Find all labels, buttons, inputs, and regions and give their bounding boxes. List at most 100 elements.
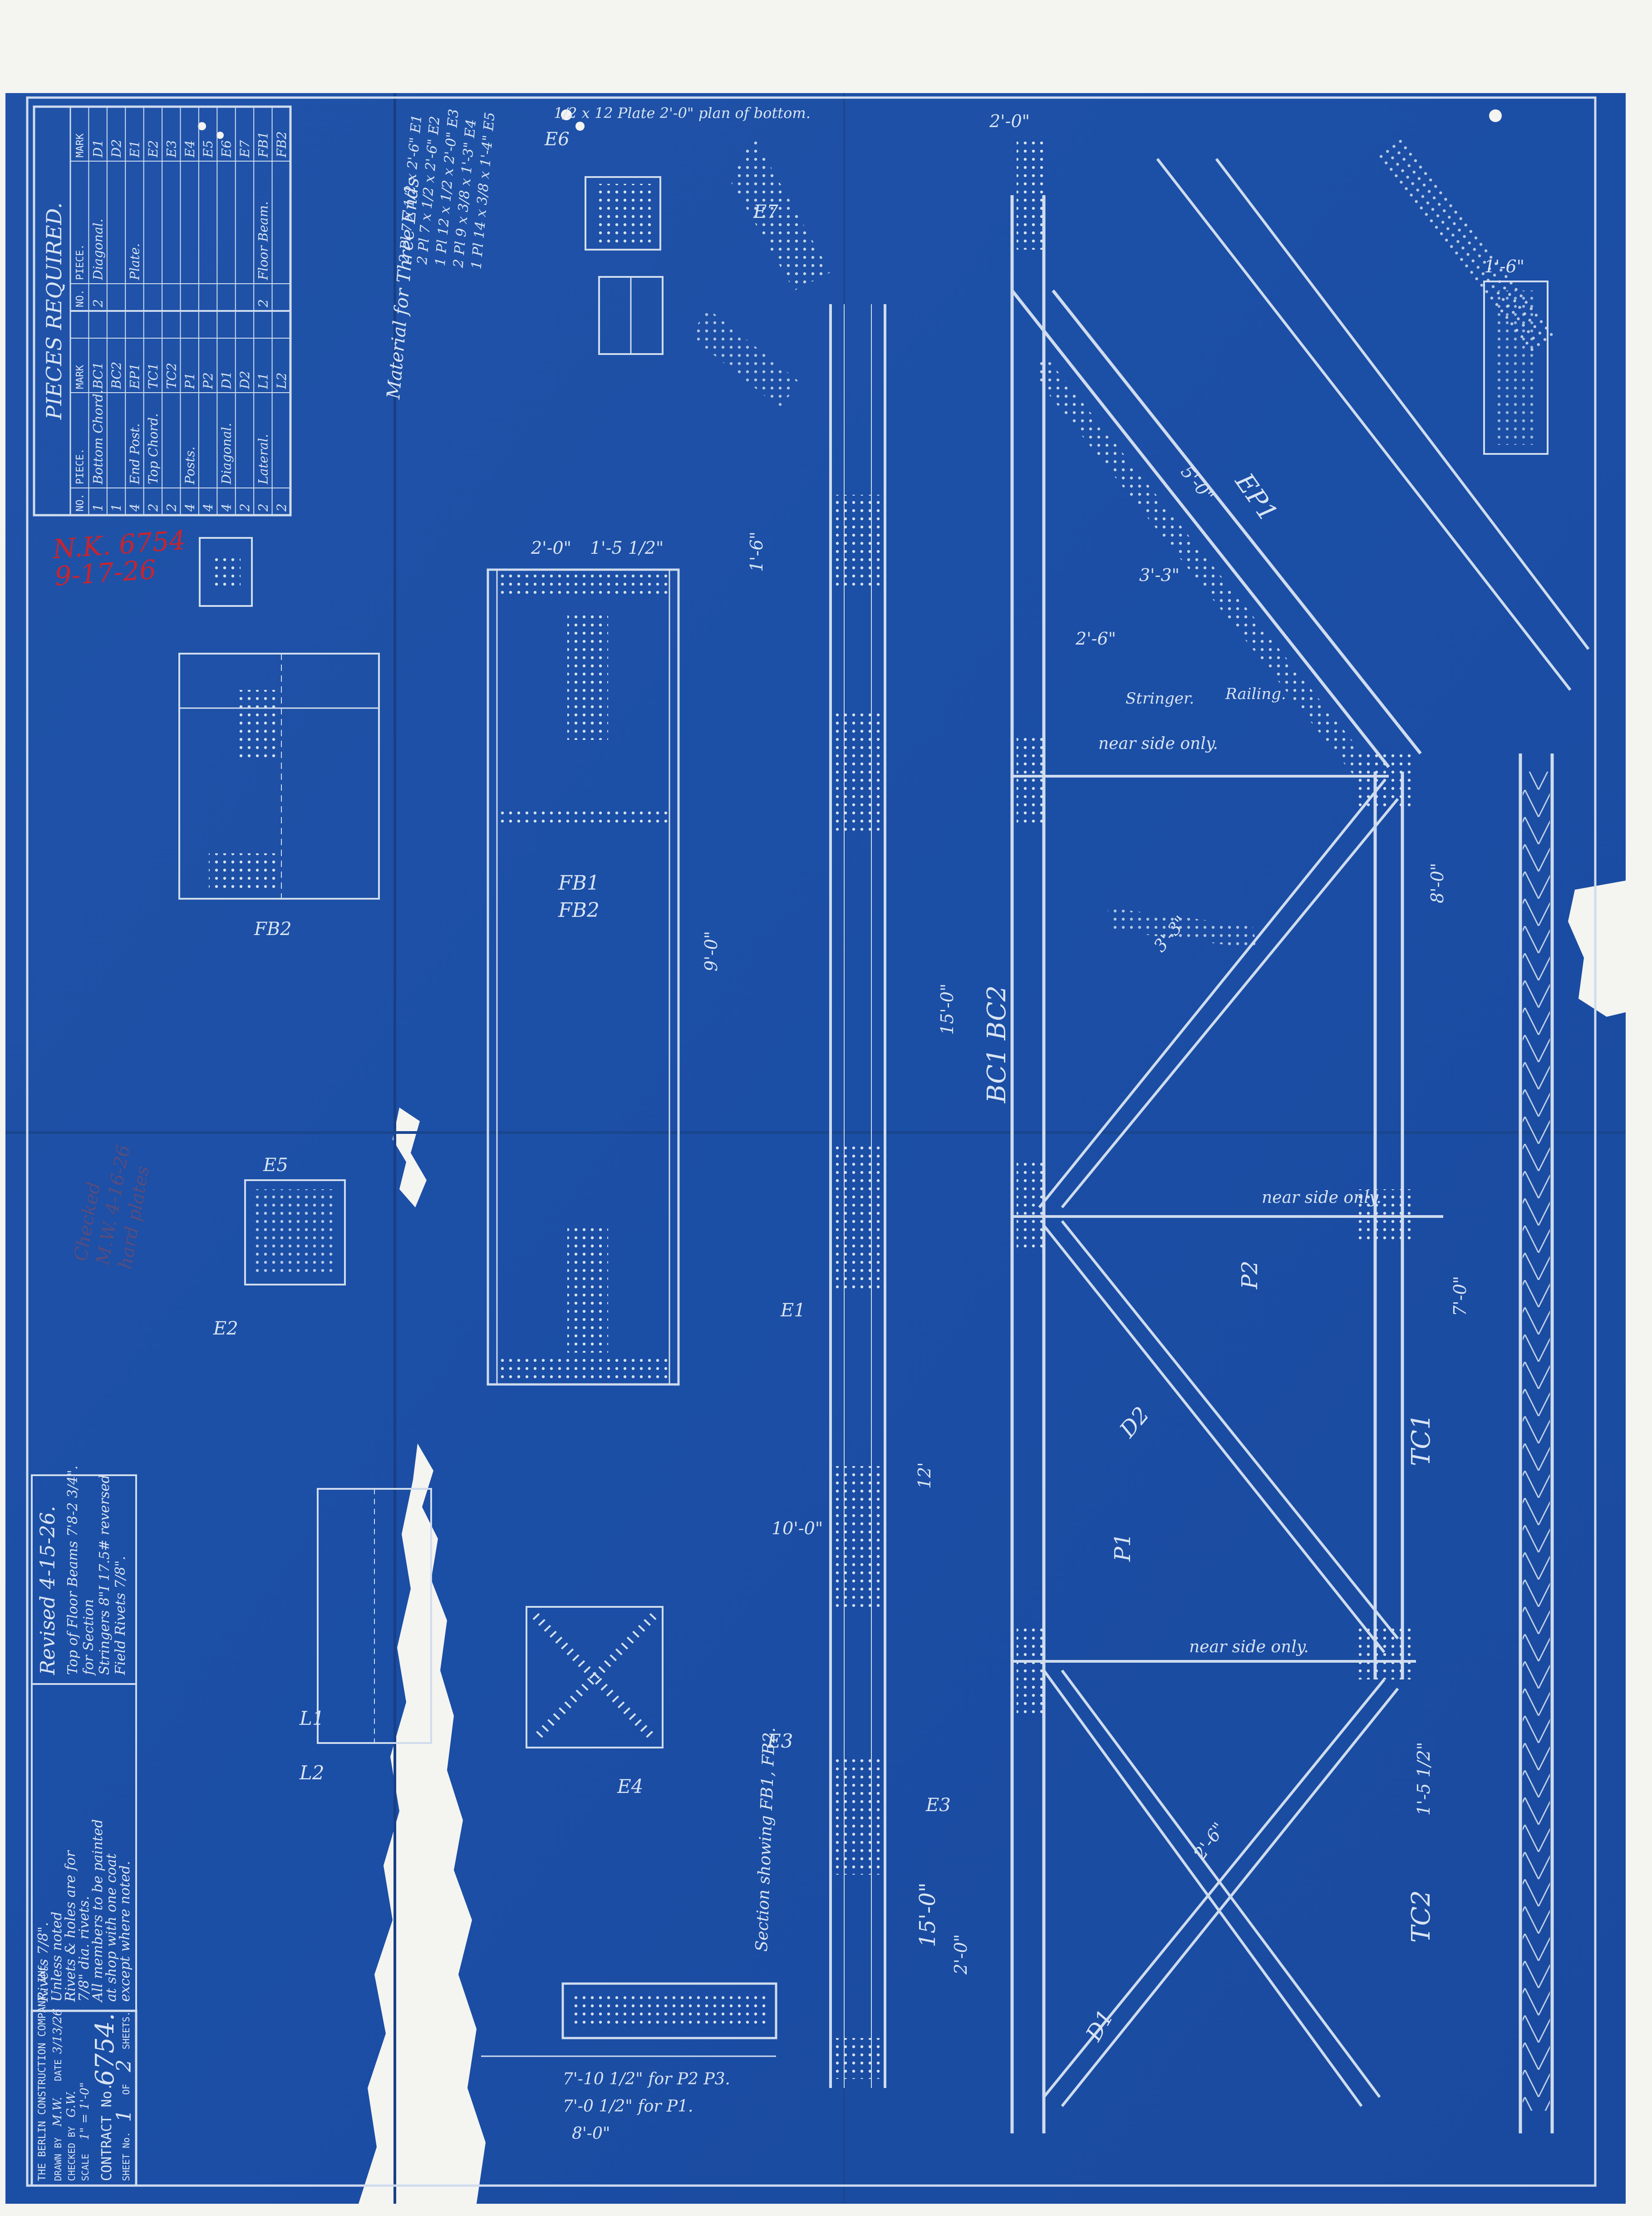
pieces-table-cell: L2: [274, 373, 289, 389]
mark-e3: E3: [767, 1730, 793, 1752]
title-block: THE BERLIN CONSTRUCTION COMPANY, INC. DR…: [30, 1959, 138, 2187]
svg-text:OF: OF: [121, 2084, 132, 2095]
pieces-table-cell: FB1: [256, 131, 270, 158]
plate-note: 1/2 x 12 Plate 2'-0" plan of bottom.: [554, 104, 811, 122]
svg-text:SHEETS.: SHEETS.: [121, 2011, 132, 2049]
mark-tc2: TC2: [1406, 1890, 1436, 1943]
svg-text:Unless noted: Unless noted: [49, 1911, 65, 2002]
pieces-table-cell: 2: [146, 503, 161, 512]
dimension-label: 12': [914, 1462, 934, 1489]
punch-hole: [561, 109, 572, 120]
pieces-table-header: PIECE.: [74, 448, 86, 484]
punch-hole: [575, 122, 585, 131]
torn-notch-right: [1568, 881, 1626, 1017]
pieces-table-cell: 2: [164, 503, 179, 512]
mark-tc1: TC1: [1406, 1413, 1436, 1466]
pieces-table-header: NO.: [74, 289, 86, 307]
svg-text:Top of Floor Beams 7'8-2 3/4".: Top of Floor Beams 7'8-2 3/4".: [65, 1466, 81, 1675]
dim-1ft-5: 1'-5 1/2": [590, 538, 664, 558]
pieces-table-cell: BC2: [109, 362, 124, 389]
blueprint-background: [5, 93, 1626, 2204]
dimension-label: 9'-0": [701, 931, 721, 971]
dimension-label: 15'-0": [937, 984, 957, 1035]
mark-p1: P1: [1110, 1533, 1136, 1562]
pieces-table-cell: Lateral.: [256, 434, 270, 485]
pieces-table-cell: Diagonal.: [219, 423, 234, 485]
gusset-plate-e4: E4 E3: [526, 1606, 793, 1797]
pieces-table-cell: 4: [201, 503, 216, 512]
plate-detail-top: E6 E7 1/2 x 12 Plate 2'-0" plan of botto…: [544, 104, 831, 409]
pieces-required-table: PIECES REQUIRED. NO.PIECE.MARKNO.PIECE.M…: [33, 105, 292, 517]
mark-bc1-bc2: BC1 BC2: [982, 985, 1012, 1103]
pieces-table-cell: 4: [128, 503, 143, 512]
svg-text:1" = 1'-0": 1" = 1'-0": [78, 2082, 92, 2140]
svg-text:DRAWN BY: DRAWN BY: [53, 2137, 64, 2181]
sheet-number: 1: [113, 2109, 136, 2122]
pieces-table-title: PIECES REQUIRED.: [42, 202, 66, 420]
pieces-table-cell: P2: [201, 372, 216, 389]
dim-2ft: 2'-0": [531, 538, 571, 558]
mark-e5: E5: [263, 1155, 288, 1176]
contract-number: 6754.: [90, 2013, 120, 2086]
svg-text:M.W.: M.W.: [51, 2097, 64, 2127]
pieces-table-cell: E4: [182, 140, 197, 158]
pieces-table-cell: Posts.: [182, 447, 197, 485]
dim-15ft: 15'-0": [915, 1882, 940, 1947]
svg-text:for Section: for Section: [81, 1599, 97, 1676]
dim-1ft-6: 1'-6": [1484, 256, 1524, 276]
pieces-table-cell: Diagonal.: [91, 219, 106, 281]
svg-text:Stringers 8"I 17.5# reversed: Stringers 8"I 17.5# reversed: [97, 1475, 113, 1675]
pieces-table-cell: E6: [219, 140, 234, 158]
dimension-label: 1'-5 1/2": [1414, 1742, 1434, 1816]
svg-text:SHEET No.: SHEET No.: [121, 2132, 132, 2181]
svg-text:Field Rivets 7/8".: Field Rivets 7/8".: [113, 1556, 128, 1675]
fb-length-8ft: 8'-0": [572, 2124, 610, 2143]
lateral-connection-detail: L1 L2: [299, 1488, 432, 1784]
mark-l2: L2: [299, 1762, 324, 1784]
pieces-table-cell: 2: [274, 503, 289, 512]
near-side-only-2: near side only.: [1262, 1188, 1382, 1207]
dimension-label: 7'-0": [1450, 1276, 1470, 1316]
dim-2ft-top: 2'-0": [989, 111, 1030, 131]
mark-e6: E6: [544, 129, 570, 150]
pieces-table-cell: 4: [182, 503, 197, 512]
dimension-label: 2'-0": [951, 1934, 971, 1975]
svg-text:3/13/26: 3/13/26: [51, 2009, 64, 2054]
pieces-table-header: MARK: [74, 133, 86, 158]
svg-text:Rivets & holes are for: Rivets & holes are for: [63, 1850, 79, 2002]
pieces-table-cell: 1: [91, 503, 106, 512]
pieces-table-header: NO.: [74, 493, 86, 512]
svg-text:Rivets 7/8".: Rivets 7/8".: [35, 1922, 51, 2003]
svg-text:G.W.: G.W.: [64, 2091, 78, 2118]
revision-note-box: Revised 4-15-26. Top of Floor Beams 7'8-…: [31, 1466, 137, 1685]
rivet-list: 2 Pl 7 x 1/2 x 2'-6" E1 2 Pl 7 x 1/2 x 2…: [396, 108, 498, 270]
pieces-table-cell: End Post.: [128, 424, 143, 485]
torn-area-lower: [359, 1443, 486, 2204]
revision-title: Revised 4-15-26.: [36, 1506, 59, 1675]
mark-l1: L1: [299, 1707, 324, 1729]
mark-e1: E1: [780, 1300, 806, 1321]
fb-length-p1: 7'-0 1/2" for P1.: [563, 2097, 693, 2116]
pieces-table-cell: E7: [237, 140, 252, 158]
svg-text:DATE: DATE: [53, 2059, 64, 2081]
pieces-table-cell: L1: [256, 373, 270, 389]
svg-text:7/8" dia. rivets.: 7/8" dia. rivets.: [76, 1896, 92, 2002]
floor-beam-detail-center: 2'-0" 1'-5 1/2" FB1 FB2: [487, 538, 680, 1386]
near-side-only-3: near side only.: [1189, 1638, 1309, 1656]
stringer-label: Stringer.: [1126, 689, 1194, 708]
svg-text:except where noted.: except where noted.: [117, 1861, 133, 2002]
dim-3ft-3: 3'-3": [1139, 565, 1180, 585]
svg-text:at shop with one coat: at shop with one coat: [103, 1853, 119, 2002]
gusset-detail-left: E5 E2: [213, 1155, 346, 1339]
pieces-table-cell: D1: [91, 139, 106, 158]
bottom-chord-elevation: BC1 BC2 E3 E1 15'-0": [780, 304, 1012, 2088]
company-name: THE BERLIN CONSTRUCTION COMPANY, INC.: [37, 1959, 48, 2181]
pieces-table-cell: 4: [219, 503, 234, 512]
pieces-table-cell: P1: [182, 372, 197, 389]
pieces-table-header: PIECE.: [74, 244, 86, 280]
pieces-table-cell: TC1: [146, 363, 161, 389]
pieces-table-cell: D2: [237, 371, 252, 389]
pieces-table-cell: Top Chord.: [146, 413, 161, 484]
mark-e2: E2: [213, 1318, 238, 1339]
